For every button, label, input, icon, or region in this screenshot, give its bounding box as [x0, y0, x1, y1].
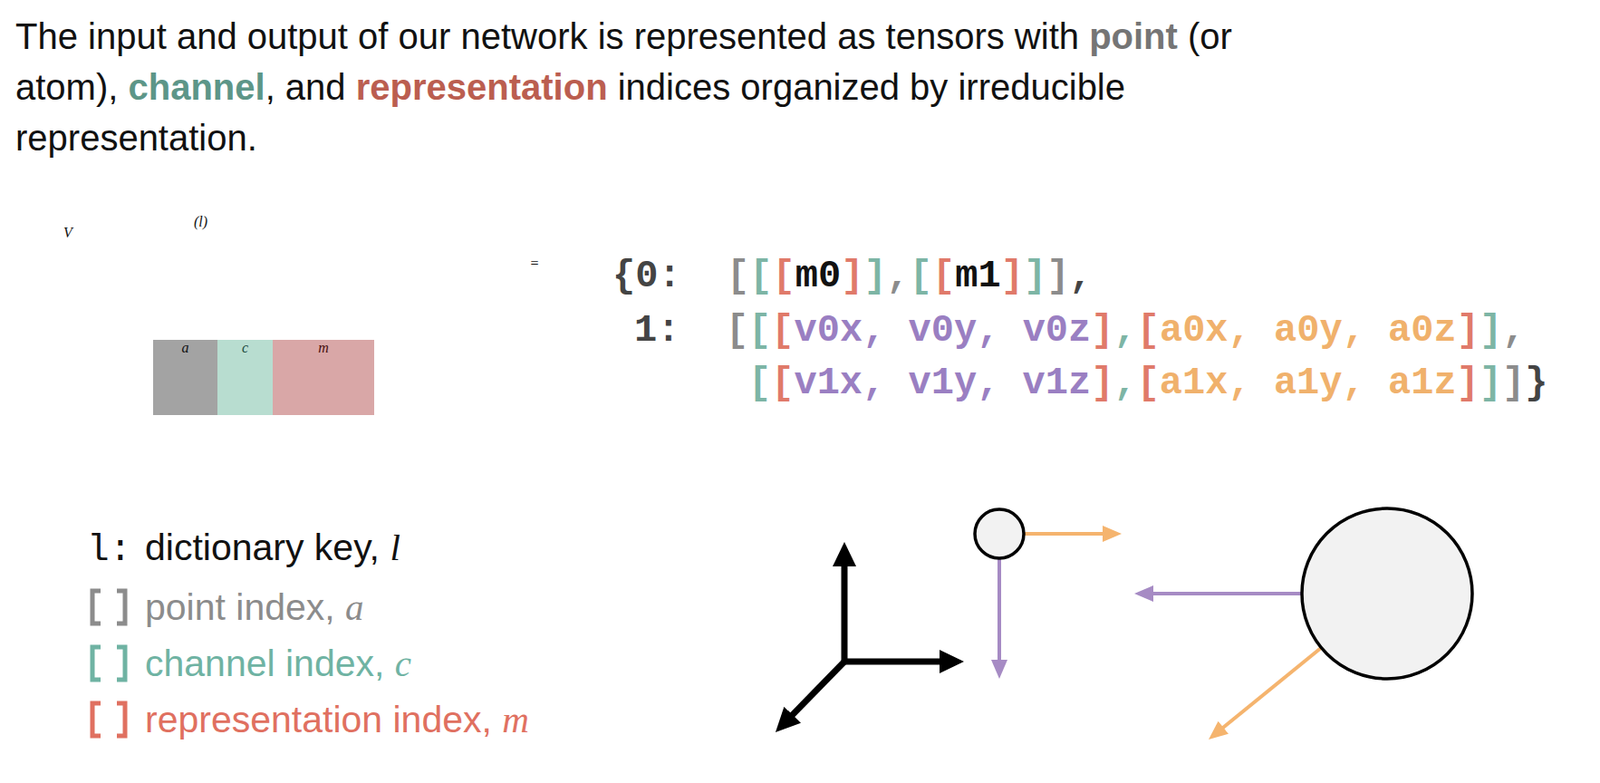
- large-atom: [1152, 508, 1473, 728]
- legend-row: l:dictionary key, l: [86, 520, 401, 576]
- irrep-superscript: (l): [193, 213, 208, 231]
- legend-text: l:dictionary key, l: [86, 524, 401, 573]
- vector-arrow: [997, 558, 1002, 661]
- axis-arrow: [791, 659, 847, 715]
- legend-swatch: [86, 699, 131, 740]
- bracket-mark: [116, 703, 126, 736]
- bracket-mark: [92, 646, 101, 680]
- atom-circle: [1301, 508, 1473, 679]
- pseudovector-arrow: [1223, 647, 1322, 728]
- small-atom: [974, 509, 1104, 661]
- legend-text: channel index, c: [144, 640, 412, 686]
- code-line: {0: [[[m0]],[[m1]]],: [612, 254, 1093, 299]
- axis-arrow: [841, 658, 941, 666]
- legend-row: channel index, c: [86, 636, 412, 691]
- code-line: [[v1x, v1y, v1z],[a1x, a1y, a1z]]]}: [748, 361, 1548, 405]
- legend-swatch: [86, 643, 131, 684]
- bracket-mark: [116, 590, 126, 624]
- legend-row: point index, a: [86, 579, 365, 635]
- coordinate-axes: [791, 565, 941, 715]
- code-line: 1: [[[v0x, v0y, v0z],[a0x, a0y, a0z]],: [634, 308, 1525, 353]
- bracket-mark: [92, 590, 101, 624]
- atom-circle: [974, 509, 1024, 559]
- vector-arrow: [1152, 591, 1304, 596]
- axis-arrow: [841, 565, 849, 665]
- tensor-symbol: V: [63, 224, 73, 241]
- representation-subscript: m: [272, 339, 375, 415]
- bracket-mark: [116, 646, 126, 680]
- equals-sign: =: [489, 255, 580, 347]
- legend-text: representation index, m: [144, 696, 530, 743]
- title-text: The input and output of our network is r…: [15, 10, 1302, 164]
- legend-row: representation index, m: [86, 692, 530, 747]
- bracket-mark: [92, 703, 101, 736]
- legend-swatch: [86, 587, 131, 627]
- pseudovector-arrow: [1023, 531, 1104, 536]
- legend-text: point index, a: [144, 584, 365, 630]
- channel-subscript: c: [217, 339, 273, 415]
- point-subscript: a: [153, 339, 218, 415]
